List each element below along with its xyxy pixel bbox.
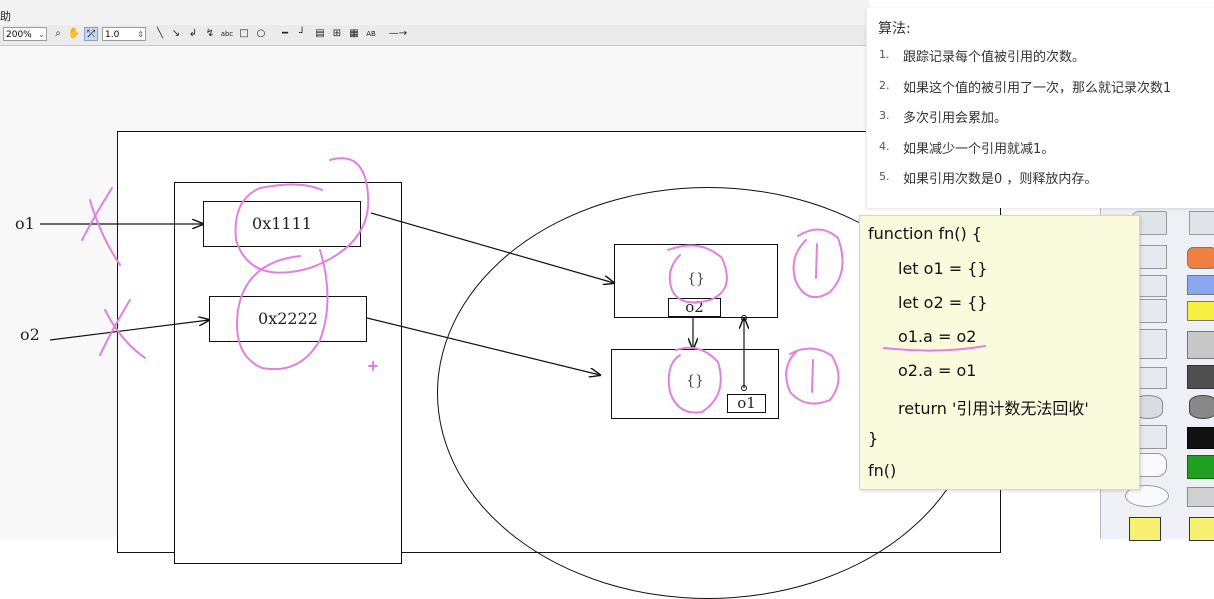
toolbar: 200% ⌄ ⌕ ✋ ⤱ 1.0 ⇕ ╲ ↘ ↲ ↯ abc □ ○ ━ ┘ ▤… <box>0 25 870 46</box>
shape-icon[interactable] <box>1187 275 1214 295</box>
select-icon[interactable]: ⤱ <box>84 27 98 41</box>
shape-icon[interactable] <box>1187 331 1214 359</box>
code-line: let o1 = {} <box>898 259 988 278</box>
menu-help[interactable]: 助 <box>0 10 11 23</box>
code-note: function fn() { let o1 = {} let o2 = {} … <box>859 215 1140 490</box>
anchor-point <box>741 315 747 321</box>
code-underline <box>883 345 986 352</box>
list-text: 多次引用会累加。 <box>903 111 1008 126</box>
spinner-icon: ⇕ <box>137 30 144 39</box>
notes-title: 算法: <box>878 21 911 37</box>
shape-icon[interactable] <box>1187 365 1214 389</box>
shape-icon[interactable] <box>1187 455 1214 479</box>
algorithm-notes: 算法: 1. 跟踪记录每个值被引用的次数。 2. 如果这个值的被引用了一次，那么就记… <box>866 8 1214 208</box>
anchor-point <box>741 385 747 391</box>
text-icon[interactable]: abc <box>220 30 234 38</box>
code-line: o2.a = o1 <box>898 361 977 380</box>
list-number: 3. <box>879 109 890 122</box>
count-circle-1 <box>792 228 844 299</box>
connector-layer <box>40 212 1214 391</box>
list-number: 4. <box>879 139 890 153</box>
shape-icon[interactable] <box>1187 247 1214 269</box>
shape-icon[interactable] <box>1189 395 1214 419</box>
cross-mark-o1 <box>89 199 121 266</box>
shape-icon[interactable] <box>1187 427 1214 449</box>
line-width-value: 1.0 <box>105 30 120 40</box>
code-line: return '引用计数无法回收' <box>898 399 1089 418</box>
pen-annotation-layer <box>81 157 986 414</box>
rect-icon[interactable]: □ <box>239 28 249 39</box>
code-line: } <box>868 429 879 448</box>
plus-mark <box>368 361 378 371</box>
arrow-addr1-to-object <box>370 212 614 283</box>
hand-icon[interactable]: ✋ <box>67 28 81 39</box>
shape-library-panel <box>1100 195 1214 541</box>
code-line: function fn() { <box>868 224 982 243</box>
circle-addr1 <box>234 157 370 274</box>
stack-cell-o1[interactable]: 0x1111 <box>203 201 361 247</box>
shape-icon[interactable] <box>1189 211 1214 235</box>
arrow-line-icon[interactable]: ↘ <box>171 28 181 39</box>
grid-icon[interactable]: ▤ <box>315 28 325 39</box>
shape-icon[interactable] <box>1125 485 1169 507</box>
code-line: fn() <box>868 461 897 480</box>
cross-mark-o2 <box>104 309 146 359</box>
cross-mark-o2 <box>99 299 131 356</box>
code-line: let o2 = {} <box>898 293 988 312</box>
list-number: 5. <box>879 170 890 183</box>
arrow-o2-to-cell <box>49 320 209 341</box>
cross-mark-o1 <box>81 187 113 241</box>
font-icon[interactable]: AB <box>366 30 376 38</box>
line-width-input[interactable]: 1.0 ⇕ <box>102 27 146 41</box>
property-o1: o1 <box>727 394 766 413</box>
arrow-end-icon[interactable]: —→ <box>388 28 408 39</box>
list-text: 如果这个值的被引用了一次，那么就记录次数1 <box>903 80 1172 96</box>
zoom-value: 200% <box>6 30 32 40</box>
count-digit-1 <box>815 243 818 279</box>
line-end-icon[interactable]: ┘ <box>298 28 306 39</box>
arrow-addr2-to-object <box>366 317 600 375</box>
circle-obj2 <box>667 346 722 414</box>
list-text: 如果减少一个引用就减1。 <box>903 141 1055 157</box>
text-style-icon[interactable]: ▦ <box>349 28 359 39</box>
shape-icon[interactable] <box>1187 487 1214 507</box>
list-text: 跟踪记录每个值被引用的次数。 <box>903 50 1086 65</box>
shape-icon[interactable] <box>1187 301 1214 321</box>
code-line: o1.a = o2 <box>898 327 977 346</box>
line-icon[interactable]: ╲ <box>156 28 164 39</box>
object-braces: {} <box>687 271 705 287</box>
var-o1-label: o1 <box>15 214 35 233</box>
ellipse-icon[interactable]: ○ <box>256 28 266 39</box>
elbow-icon[interactable]: ↲ <box>188 28 198 39</box>
zoom-icon[interactable]: ⌕ <box>55 28 61 39</box>
var-o2-label: o2 <box>20 325 40 344</box>
count-circle-2 <box>785 347 840 405</box>
object-braces: {} <box>686 373 704 389</box>
curve-icon[interactable]: ↯ <box>205 28 215 39</box>
list-number: 1. <box>879 48 890 61</box>
color-icon[interactable]: ⊞ <box>332 28 342 39</box>
chevron-down-icon: ⌄ <box>38 30 45 39</box>
circle-addr2 <box>236 249 329 371</box>
count-digit-2 <box>811 359 814 393</box>
circle-obj1 <box>667 244 728 304</box>
list-number: 2. <box>879 78 890 92</box>
line-width-icon[interactable]: ━ <box>281 28 289 39</box>
list-text: 如果引用次数是0 ，则释放内存。 <box>903 172 1098 187</box>
zoom-select[interactable]: 200% ⌄ <box>3 27 47 41</box>
